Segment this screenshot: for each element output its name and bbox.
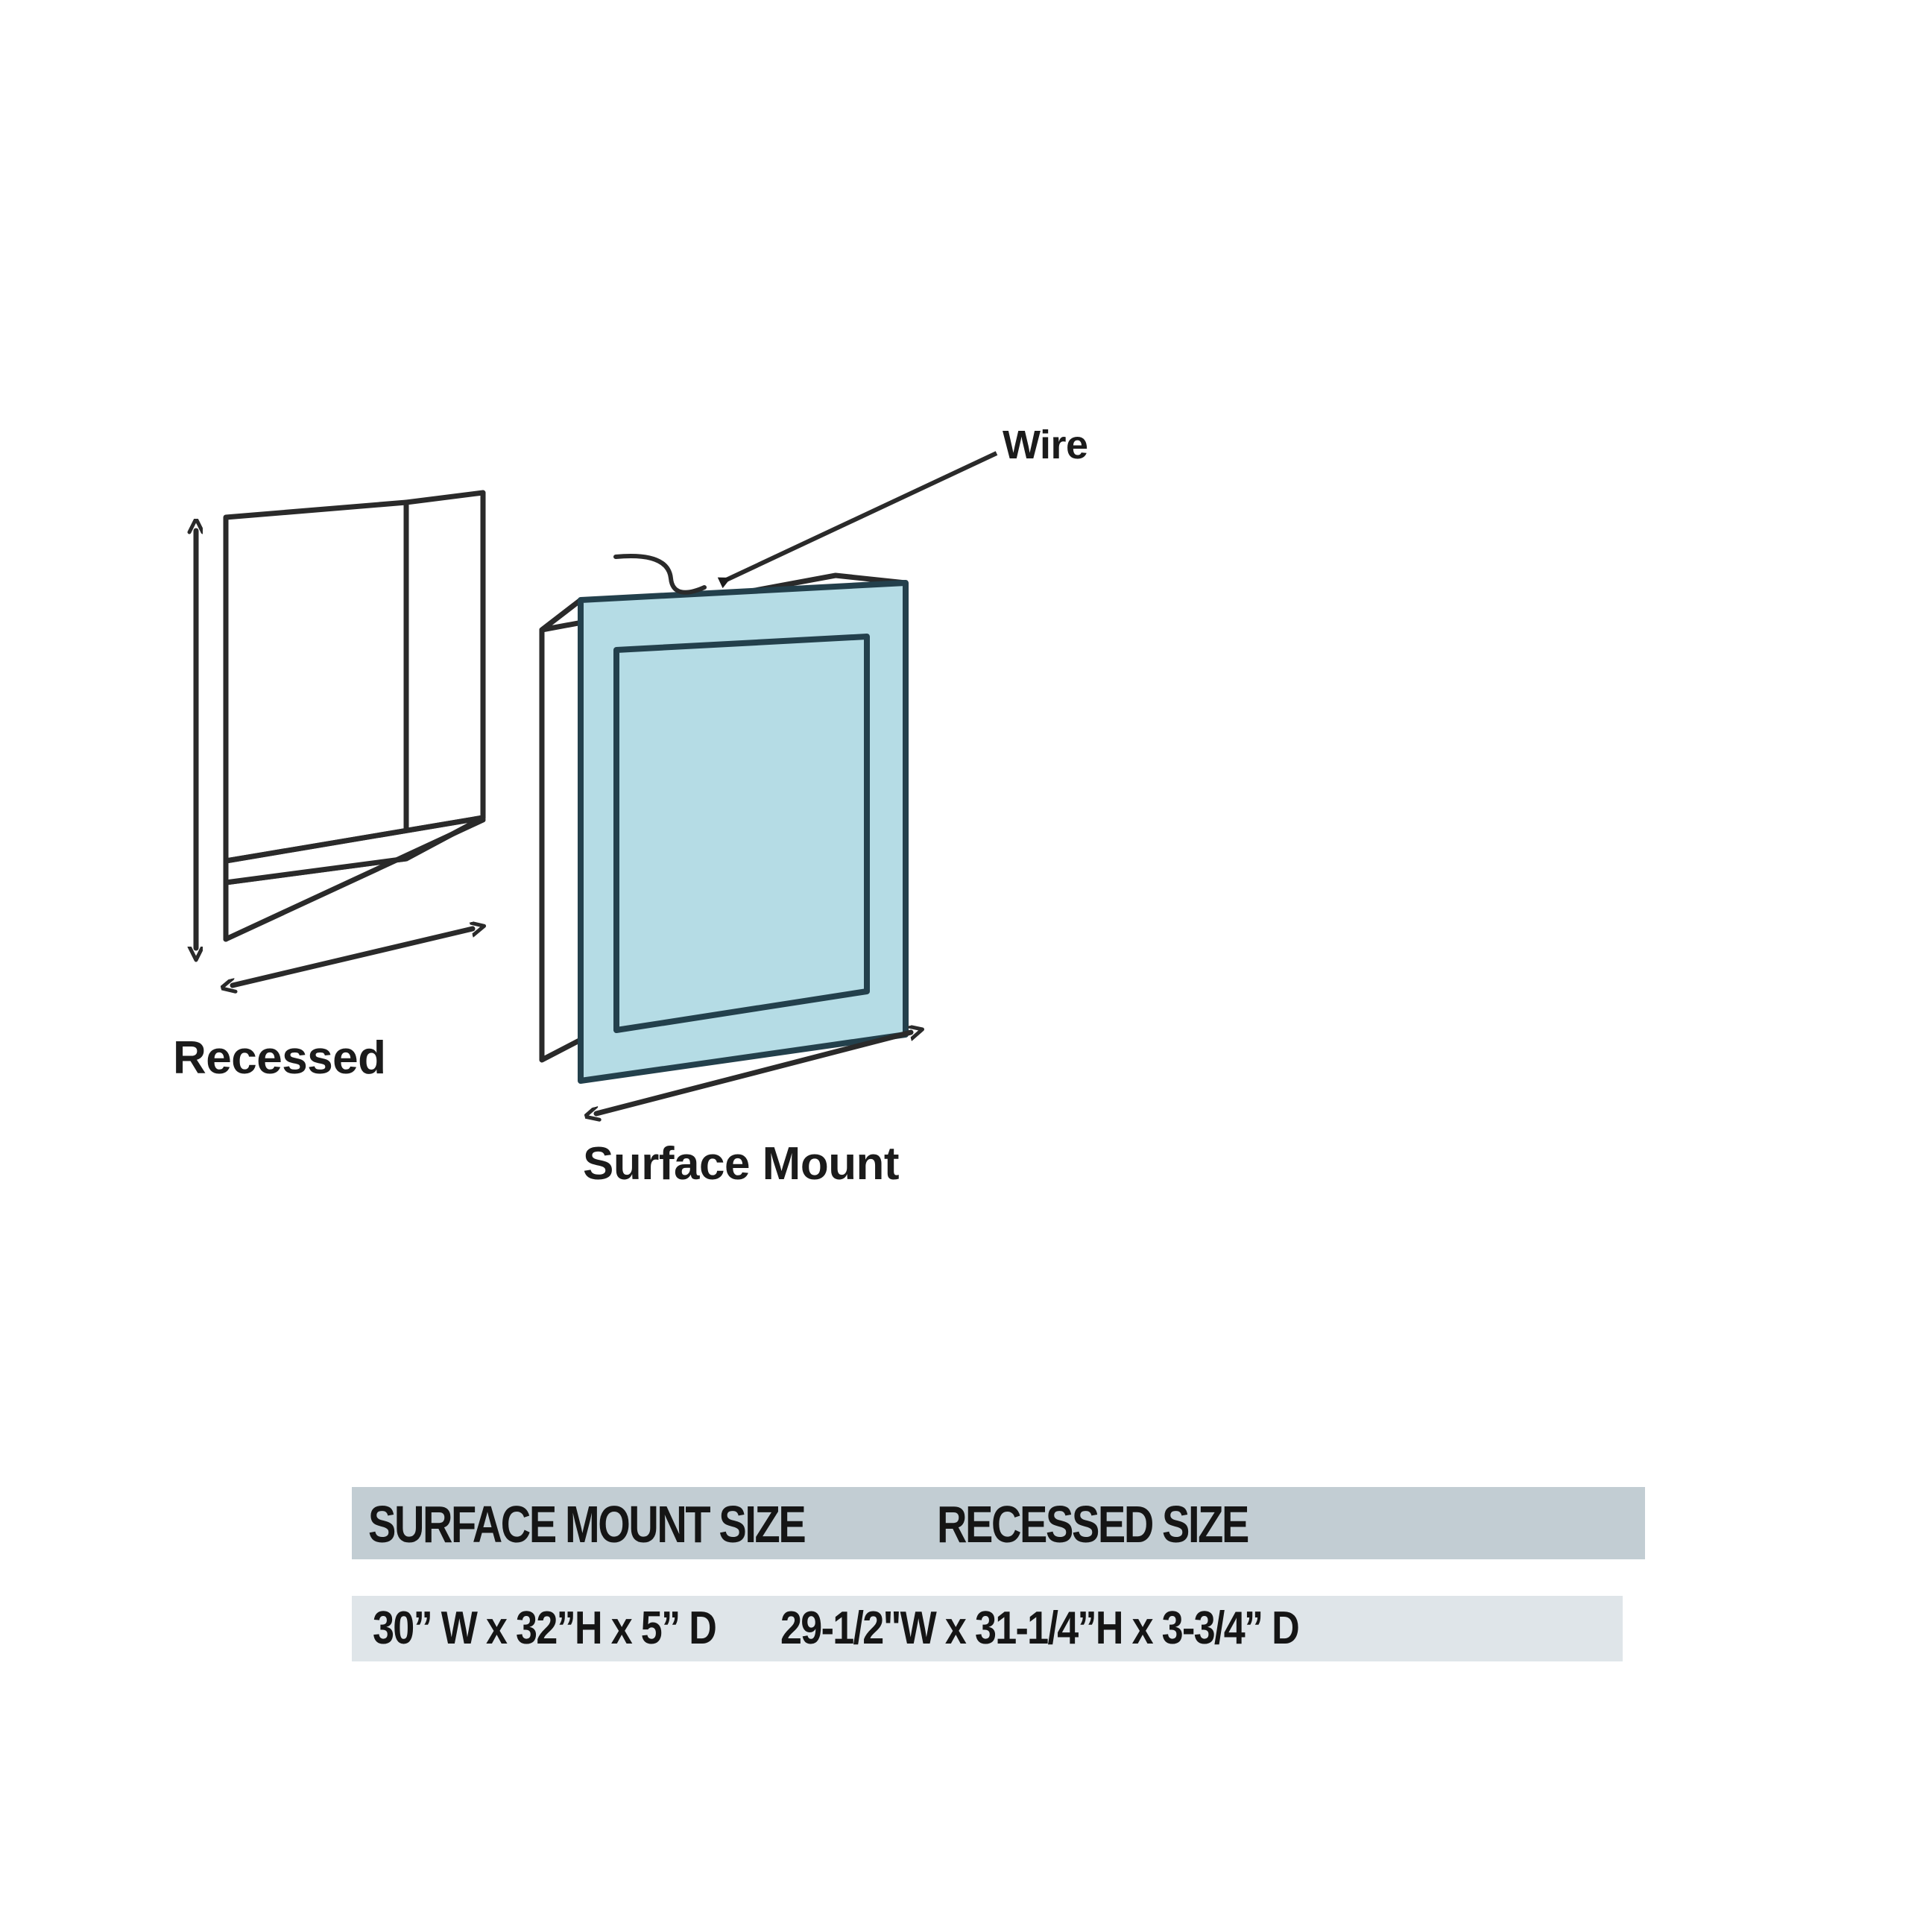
table-header-row: SURFACE MOUNT SIZE RECESSED SIZE [352, 1487, 1645, 1559]
recessed-right-wall [403, 490, 486, 862]
table-header-recessed-size: RECESSED SIZE [937, 1495, 1249, 1553]
recessed-width-arrow [233, 929, 473, 985]
cabinet-mirror-inner-frame [613, 634, 870, 1033]
wire-label: Wire [1003, 423, 1088, 467]
table-row: 30” W x 32”H x 5” D 29-1/2"W x 31-1/4”H … [352, 1596, 1623, 1661]
table-cell-surface-mount-size: 30” W x 32”H x 5” D [373, 1603, 717, 1654]
cabinet-mirror-face [578, 580, 909, 1084]
wire-leader-arrow-icon [717, 451, 998, 589]
recessed-front-lip [223, 815, 486, 864]
table-cell-recessed-size: 29-1/2"W x 31-1/4”H x 3-3/4” D [780, 1603, 1300, 1654]
wire-squiggle-icon [613, 554, 707, 595]
surface-mount-width-arrow [596, 1032, 911, 1114]
recessed-back-panel [223, 499, 409, 886]
recessed-label: Recessed [173, 1032, 386, 1084]
recessed-front-bottom [223, 817, 486, 942]
cabinet-left-side-panel [539, 597, 584, 1063]
surface-mount-cabinet-drawing [539, 572, 909, 1084]
table-header-surface-mount-size: SURFACE MOUNT SIZE [368, 1495, 806, 1553]
recessed-niche-drawing [223, 490, 486, 942]
surface-mount-label: Surface Mount [583, 1138, 900, 1190]
